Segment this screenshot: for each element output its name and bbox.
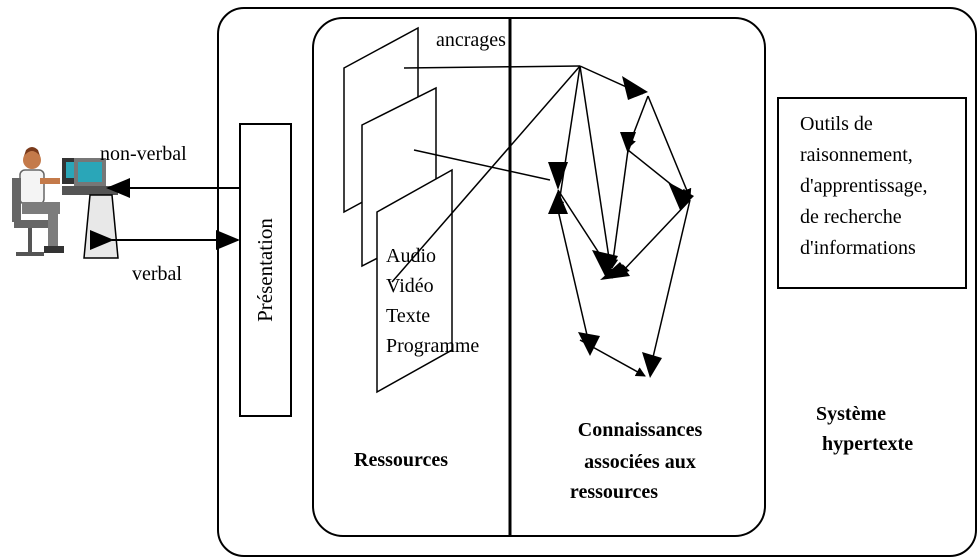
media-texte-label: Texte [386,305,430,327]
ancrages-label: ancrages [436,29,506,51]
resource-page-3 [376,168,453,394]
system-line-2: hypertexte [822,433,913,455]
knowledge-line-2: associées aux [584,451,696,473]
presentation-label: Présentation [253,218,277,322]
knowledge-line-3: ressources [570,481,658,503]
knowledge-graph [554,65,692,377]
anchor-link-top [403,65,581,69]
anchor-link-middle [413,149,551,181]
inner-resources-box [312,17,766,537]
graph-nodes [548,76,694,378]
media-audio-label: Audio [386,245,436,267]
resources-label: Ressources [354,449,448,471]
tools-line-2: raisonnement, [800,144,913,166]
system-line-1: Système [816,403,886,425]
media-programme-label: Programme [386,335,479,357]
tools-box [777,97,967,289]
tools-line-3: d'apprentissage, [800,175,927,197]
anchor-link-diagonal [391,65,581,283]
tools-line-5: d'informations [800,237,916,259]
tools-line-4: de recherche [800,206,902,228]
presentation-box [239,123,292,417]
non-verbal-label: non-verbal [100,143,187,165]
verbal-label: verbal [132,263,182,285]
tools-line-1: Outils de [800,113,873,135]
knowledge-line-1: Connaissances [578,419,703,441]
media-video-label: Vidéo [386,275,434,297]
outer-system-box [217,7,977,557]
